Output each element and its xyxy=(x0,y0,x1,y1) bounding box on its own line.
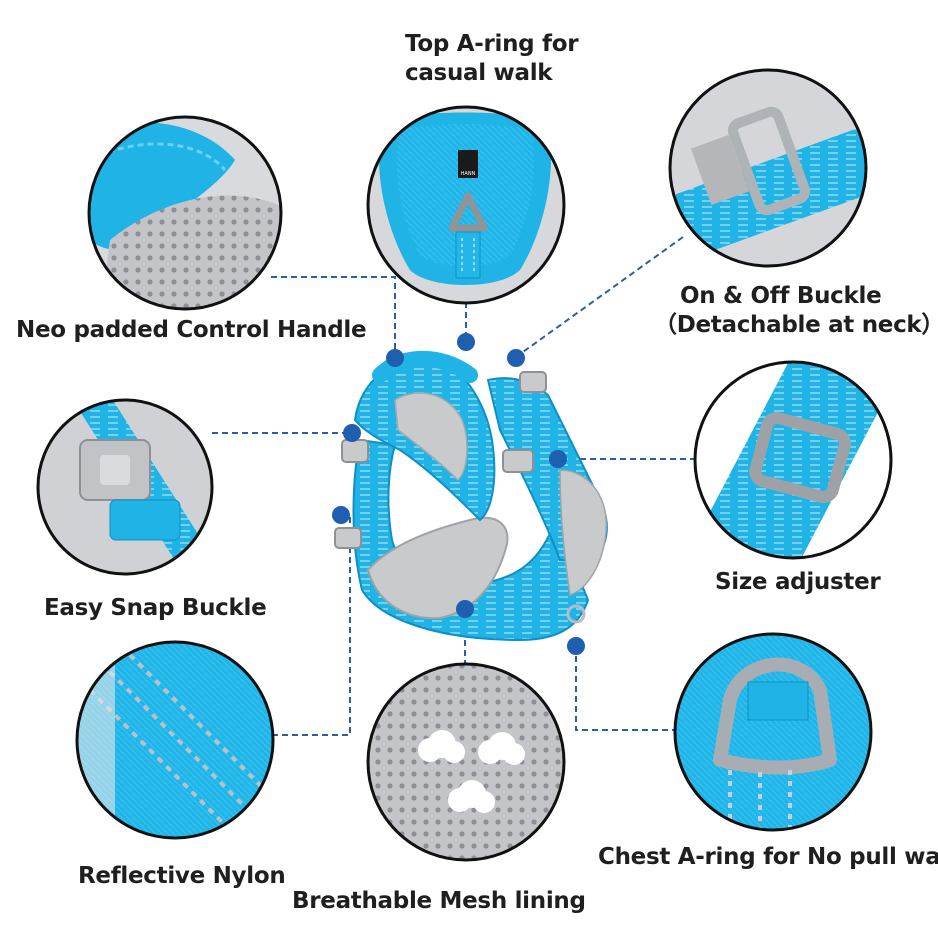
label-top-aring-line1: Top A-ring for xyxy=(405,31,579,57)
brand-tag-text: HANN xyxy=(461,171,476,177)
breathable-cloud-icons xyxy=(418,730,525,813)
detail-chest-aring xyxy=(673,632,873,832)
label-mesh-lining: Breathable Mesh lining xyxy=(292,888,586,914)
label-control-handle: Neo padded Control Handle xyxy=(16,317,367,343)
detail-top-aring: HANN xyxy=(366,105,566,305)
marker-chest xyxy=(567,637,585,655)
detail-snap-buckle xyxy=(36,398,214,576)
detail-control-handle xyxy=(87,115,283,311)
marker-buckle xyxy=(507,349,525,367)
label-on-off-buckle: On & Off Buckle （Detachable at neck） xyxy=(654,282,938,340)
marker-handle xyxy=(386,349,404,367)
marker-dots xyxy=(332,333,585,655)
marker-mesh xyxy=(456,600,474,618)
connector-nylon xyxy=(272,515,351,736)
connector-buckle xyxy=(515,236,684,358)
label-chest-aring: Chest A-ring for No pull walk xyxy=(598,844,938,870)
label-reflective-nylon: Reflective Nylon xyxy=(78,863,286,889)
connector-handle xyxy=(271,276,396,356)
brand-tag-icon xyxy=(458,150,478,178)
label-snap-buckle: Easy Snap Buckle xyxy=(44,595,267,621)
connector-lines xyxy=(212,236,696,736)
label-buckle-line1: On & Off Buckle xyxy=(680,283,882,309)
label-top-aring: Top A-ring for casual walk xyxy=(405,30,579,88)
detail-mesh-lining xyxy=(366,662,566,862)
detail-on-off-buckle xyxy=(668,68,868,268)
connector-chest xyxy=(575,646,676,731)
harness-main-image xyxy=(334,350,608,642)
detail-size-adjuster xyxy=(693,360,893,560)
marker-nylon xyxy=(332,506,350,524)
marker-snap xyxy=(343,424,361,442)
detail-reflective-nylon xyxy=(75,640,275,840)
label-size-adjuster: Size adjuster xyxy=(715,569,881,595)
label-buckle-line2: （Detachable at neck） xyxy=(654,312,938,338)
marker-size xyxy=(549,450,567,468)
label-top-aring-line2: casual walk xyxy=(405,60,553,86)
marker-top-aring xyxy=(457,333,475,351)
